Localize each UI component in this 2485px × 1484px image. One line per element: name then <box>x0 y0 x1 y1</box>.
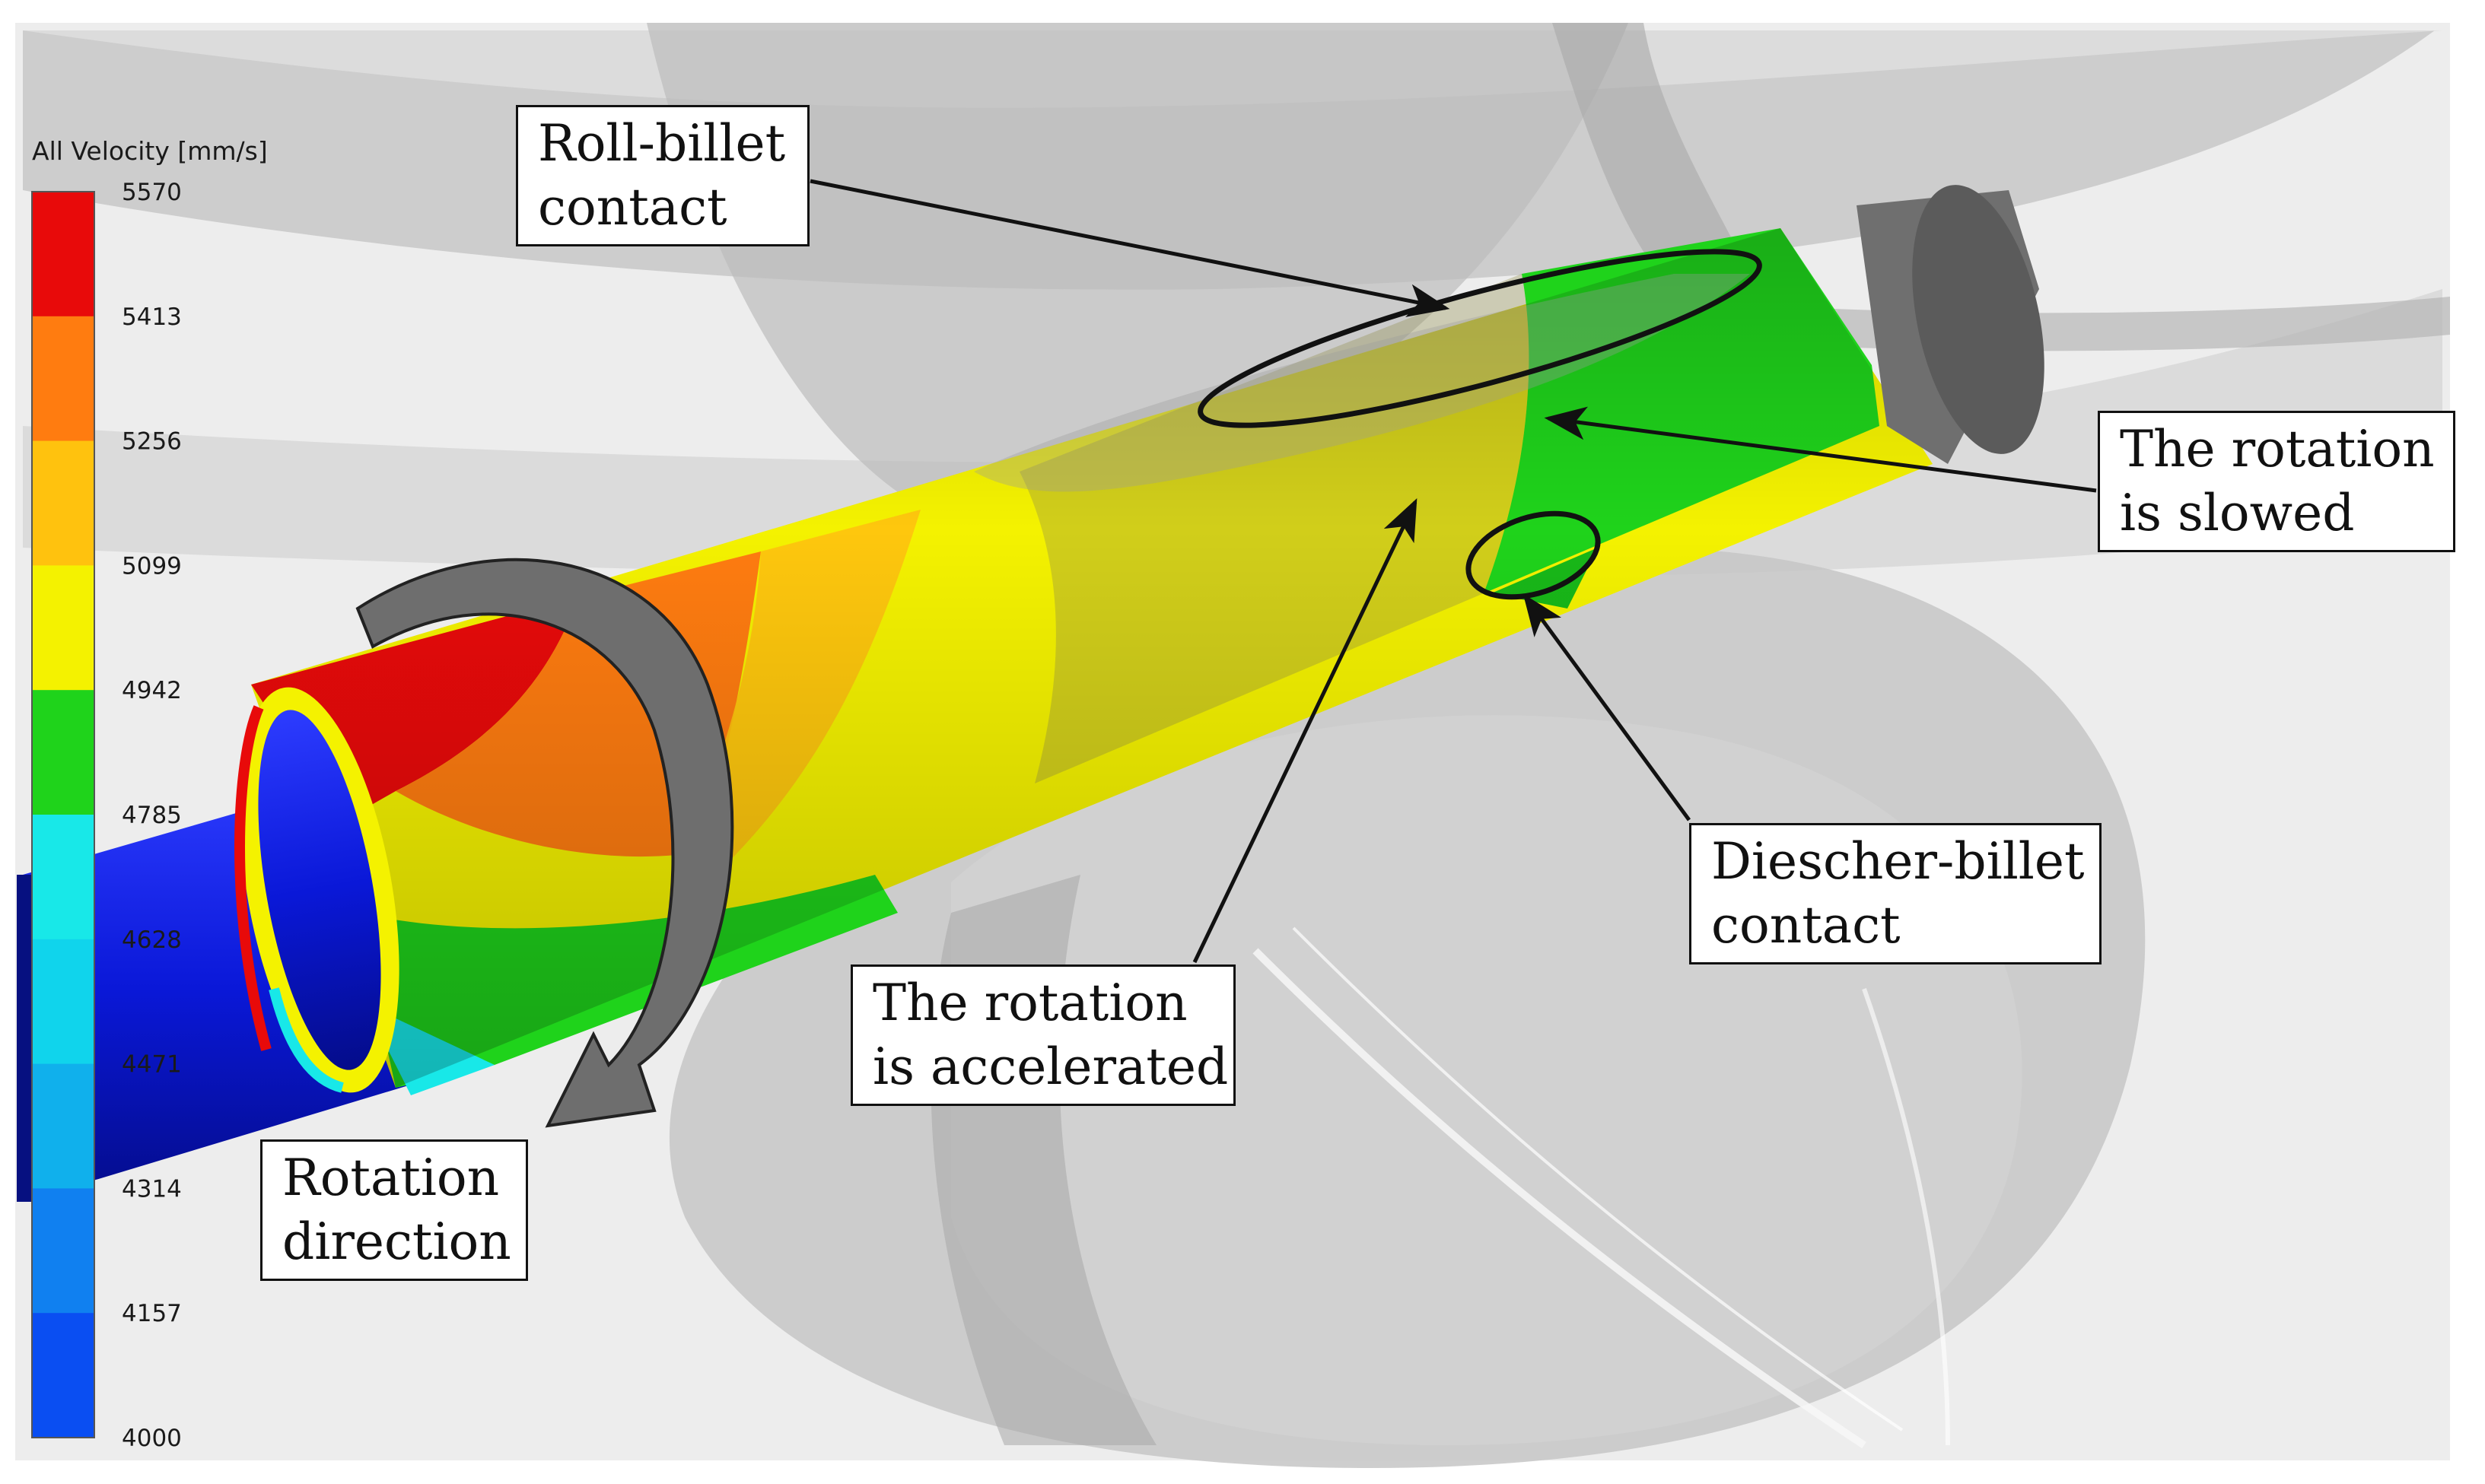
rotation-accelerated-leader <box>1192 498 1418 964</box>
legend-band <box>32 1313 94 1438</box>
rotation-direction-line1: Rotation <box>282 1149 500 1207</box>
roll-billet-line1: Roll-billet <box>538 114 786 173</box>
rotation-slowed-leader <box>1544 406 2097 493</box>
legend-tick-label: 4314 <box>122 1175 182 1203</box>
legend-band <box>32 316 94 442</box>
legend-band <box>32 815 94 940</box>
legend-tick-label: 5256 <box>122 428 182 456</box>
legend-band <box>32 440 94 566</box>
diescher-billet-line1: Diescher-billet <box>1711 832 2085 891</box>
diescher-billet-contact-ellipse <box>1465 510 1601 600</box>
rotation-accelerated-line1: The rotation <box>873 974 1188 1032</box>
legend-band <box>32 1188 94 1314</box>
roll-billet-line2: contact <box>538 178 727 237</box>
legend-frame <box>31 191 95 1438</box>
velocity-legend: All Velocity [mm/s] 5570 5413 5256 5099 4942… <box>31 136 268 1452</box>
roll-billet-callout: Roll-billet contact <box>516 105 810 246</box>
legend-tick-label: 4628 <box>122 926 182 954</box>
rotation-direction-arrow <box>355 558 734 1128</box>
roll-billet-leader <box>810 179 1450 317</box>
legend-band <box>32 1063 94 1189</box>
rotation-accelerated-line2: is accelerated <box>873 1038 1229 1096</box>
legend-tick-label: 4000 <box>122 1425 182 1452</box>
legend-tick-label: 4157 <box>122 1300 182 1327</box>
legend-tick-label: 5570 <box>122 179 182 206</box>
legend-band <box>32 192 94 317</box>
rotation-slowed-line2: is slowed <box>2120 484 2355 542</box>
rotation-slowed-line1: The rotation <box>2120 420 2435 478</box>
diescher-billet-leader <box>1522 593 1691 821</box>
rotation-direction-callout: Rotation direction <box>260 1139 528 1281</box>
legend-tick-label: 4471 <box>122 1051 182 1079</box>
roll-billet-contact-ellipse <box>1198 249 1762 428</box>
rotation-accelerated-callout: The rotation is accelerated <box>851 964 1236 1106</box>
roll-overlay <box>974 274 1750 492</box>
rotation-direction-line2: direction <box>282 1212 511 1271</box>
legend-tick-label: 5413 <box>122 303 182 331</box>
legend-band <box>32 939 94 1065</box>
legend-tick-label: 4942 <box>122 677 182 704</box>
diescher-billet-callout: Diescher-billet contact <box>1689 823 2102 964</box>
legend-title: All Velocity [mm/s] <box>32 136 268 166</box>
legend-tick-label: 5099 <box>122 552 182 580</box>
rotation-slowed-callout: The rotation is slowed <box>2098 411 2455 552</box>
legend-tick-label: 4785 <box>122 802 182 829</box>
diescher-billet-line2: contact <box>1711 896 1901 955</box>
legend-band <box>32 690 94 815</box>
legend-band <box>32 565 94 691</box>
